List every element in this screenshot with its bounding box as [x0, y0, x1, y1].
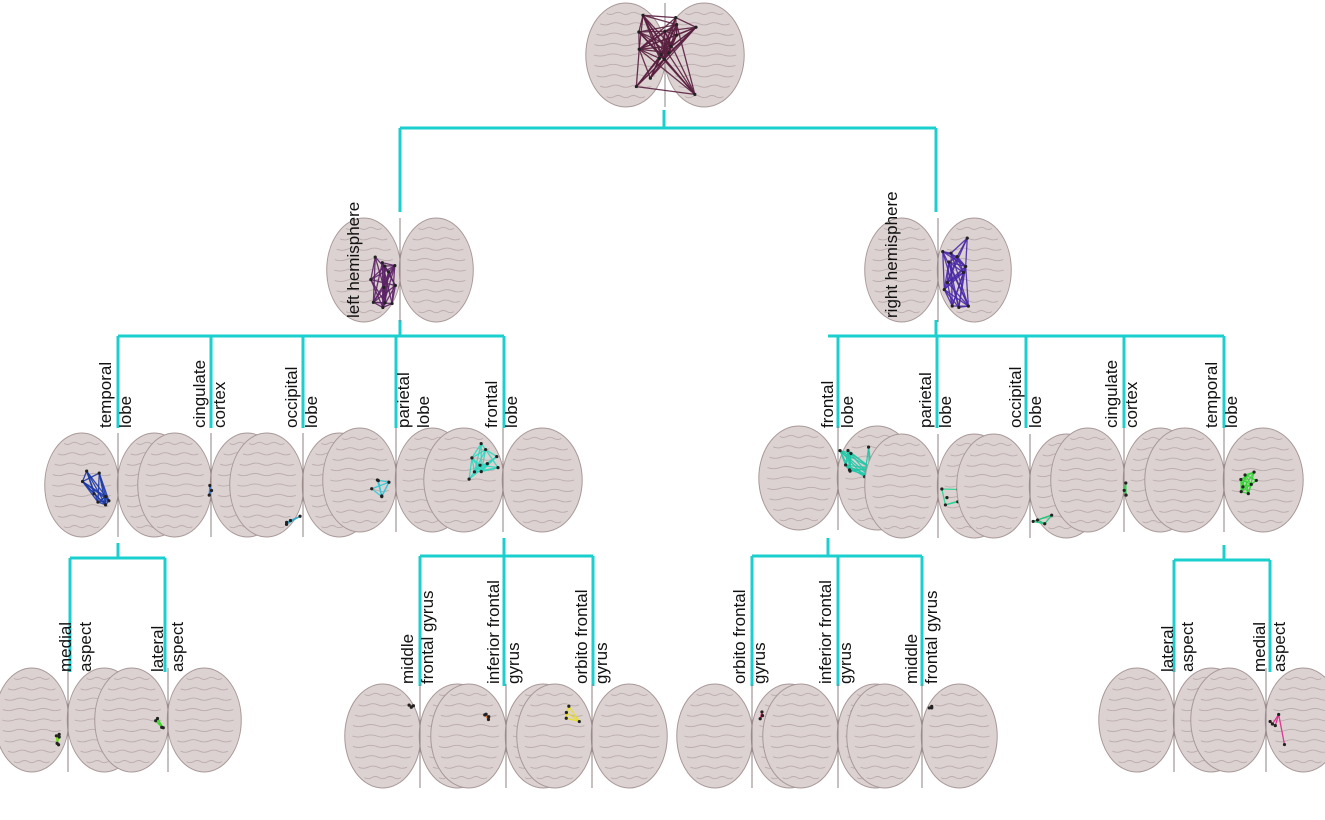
label-line-1: lobe — [1026, 395, 1045, 428]
label-line-0: frontal — [818, 380, 837, 428]
label-line-1: lobe — [116, 395, 135, 428]
network-left-parietal — [370, 478, 391, 499]
network-right-cingulate — [1122, 481, 1128, 497]
network-left-middle-frontal — [407, 703, 416, 709]
label-line-0: occipital — [1006, 366, 1025, 428]
brain-left-frontal — [423, 427, 583, 533]
label-line-0: cingulate — [1102, 359, 1121, 428]
network-right-middle-frontal — [927, 704, 934, 710]
label-line-1: aspect — [1270, 621, 1289, 672]
label-line-1: cortex — [210, 381, 229, 428]
network-left-orbito-frontal — [564, 704, 581, 724]
brain-left-hemisphere — [326, 217, 474, 323]
label-right-hemisphere: right hemisphere — [882, 191, 902, 318]
label-line-1: aspect — [76, 621, 95, 672]
label-line-1: aspect — [1178, 621, 1197, 672]
network-left-hemisphere — [369, 255, 397, 310]
label-line-0: orbito frontal — [572, 589, 591, 685]
brain-right-temporal — [1144, 427, 1304, 533]
label-line-0: inferior frontal — [816, 580, 835, 684]
label-line-0: frontal — [482, 380, 501, 428]
network-left-inferior-frontal — [483, 712, 491, 722]
label-line-1: gyrus — [592, 642, 611, 684]
label-line-0: parietal — [394, 372, 413, 428]
brain-whole-brain — [585, 2, 745, 108]
network-left-occipital — [284, 514, 302, 526]
label-line-1: cortex — [1122, 381, 1141, 428]
label-line-1: lobe — [502, 395, 521, 428]
network-whole-brain — [634, 13, 698, 97]
label-line-0: cingulate — [190, 359, 209, 428]
brain-left-orbito-frontal — [516, 683, 668, 789]
label-line-0: medial — [1250, 621, 1269, 672]
label-line-0: temporal — [1202, 361, 1221, 428]
network-left-temporal — [80, 469, 111, 507]
brain-left-lateral — [94, 667, 242, 773]
label-line-0: middle — [902, 633, 921, 684]
label-line-0: right hemisphere — [882, 191, 901, 318]
label-line-1: lobe — [1222, 395, 1241, 428]
network-right-medial — [1268, 712, 1287, 747]
label-line-0: orbito frontal — [730, 589, 749, 685]
label-line-1: frontal gyrus — [418, 590, 437, 684]
network-right-temporal — [1239, 470, 1258, 496]
label-line-0: left hemisphere — [344, 201, 363, 318]
label-line-1: lobe — [302, 395, 321, 428]
label-left-hemisphere: left hemisphere — [344, 202, 364, 318]
network-left-frontal — [467, 442, 500, 481]
network-right-occipital — [1031, 513, 1054, 526]
label-line-1: gyrus — [836, 642, 855, 684]
label-line-1: lobe — [414, 395, 433, 428]
label-line-1: lobe — [838, 395, 857, 428]
label-line-0: medial — [56, 621, 75, 672]
label-line-0: temporal — [96, 361, 115, 428]
network-left-lateral — [154, 716, 165, 730]
brain-right-middle-frontal — [846, 683, 998, 789]
label-line-1: gyrus — [504, 642, 523, 684]
label-line-1: aspect — [168, 621, 187, 672]
network-right-hemisphere — [941, 236, 970, 309]
label-line-0: lateral — [1158, 625, 1177, 672]
label-line-0: occipital — [282, 366, 301, 428]
label-line-1: frontal gyrus — [922, 590, 941, 684]
network-right-orbito-frontal — [758, 710, 765, 721]
brain-nodes — [0, 2, 1325, 789]
label-line-1: lobe — [936, 395, 955, 428]
network-left-cingulate — [207, 483, 214, 497]
network-left-medial — [54, 732, 61, 747]
label-line-0: parietal — [916, 372, 935, 428]
brain-right-hemisphere — [864, 217, 1012, 323]
label-line-0: inferior frontal — [484, 580, 503, 684]
label-line-0: lateral — [148, 625, 167, 672]
brain-right-medial — [1190, 667, 1325, 773]
connector-lines — [68, 110, 1272, 686]
label-line-1: gyrus — [750, 642, 769, 684]
label-line-0: middle — [398, 633, 417, 684]
